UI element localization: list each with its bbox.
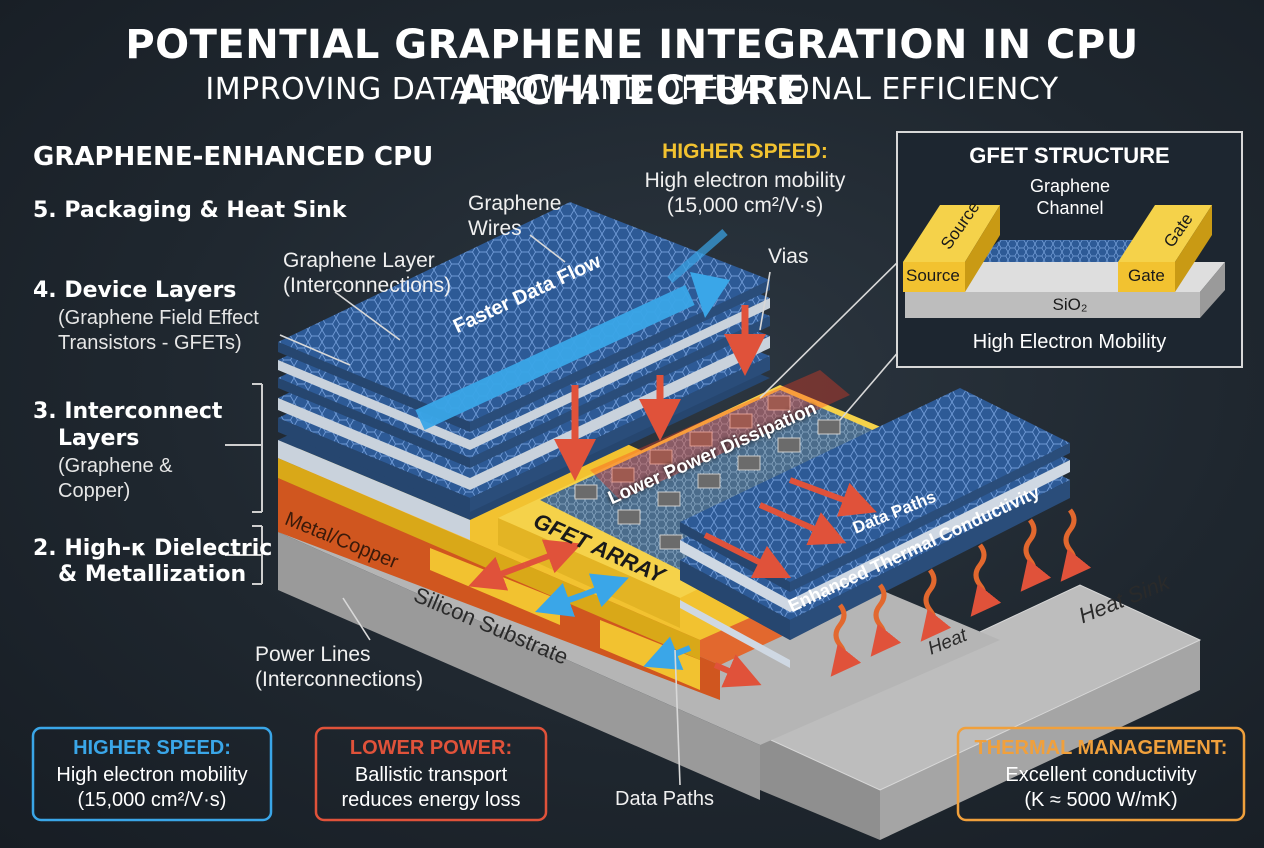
box-power-line-2: reduces energy loss: [341, 789, 521, 811]
via-arrows: [554, 305, 766, 481]
main-graphene-stack: [278, 202, 770, 540]
layer-4-title: 4. Device Layers: [33, 278, 237, 303]
layer-brackets: [225, 383, 263, 585]
data-path-arrows: [468, 477, 877, 688]
layer-4-desc-2: Transistors - GFETs): [58, 332, 242, 354]
layer-2-title-2: & Metallization: [58, 562, 247, 587]
layer-5-title: 5. Packaging & Heat Sink: [33, 198, 347, 223]
gfet-inset-title: GFET STRUCTURE: [969, 143, 1170, 168]
gfet-gate-front-label: Gate: [1128, 266, 1165, 285]
box-speed-border: [31, 726, 273, 822]
left-panel-heading: GRAPHENE-ENHANCED CPU: [33, 142, 434, 172]
power-dissipation-glow: [590, 370, 850, 500]
top-speed-line-1: High electron mobility: [644, 169, 846, 192]
box-speed-line-1: High electron mobility: [56, 764, 248, 786]
gfet-source-front-label: Source: [906, 266, 960, 285]
layer-3-desc-1: (Graphene &: [58, 455, 173, 477]
top-speed-line-2: (15,000 cm²/V·s): [666, 194, 824, 217]
graphene-layer-label-1: Graphene Layer: [283, 249, 435, 272]
box-thermal-line-1: Excellent conductivity: [1005, 764, 1197, 786]
graphene-layer-label-2: (Interconnections): [283, 274, 452, 297]
layer-4-desc-1: (Graphene Field Effect: [58, 307, 259, 329]
page-subtitle: IMPROVING DATA FLOW AND OPERATIONAL EFFI…: [205, 72, 1059, 107]
callout-leaders: [279, 234, 906, 786]
box-thermal-border: [956, 726, 1246, 822]
graphene-wires-label-2: Wires: [468, 217, 522, 240]
box-speed-line-2: (15,000 cm²/V·s): [77, 789, 227, 811]
vias-label: Vias: [768, 245, 809, 268]
layer-3-desc-2: Copper): [58, 480, 131, 502]
gfet-channel-label-2: Channel: [1036, 198, 1104, 218]
box-thermal-title: THERMAL MANAGEMENT:: [974, 737, 1228, 759]
layer-3-title-2: Layers: [58, 426, 140, 451]
box-speed-title: HIGHER SPEED:: [73, 737, 231, 759]
layer-2-title-1: 2. High-κ Dielectric: [33, 536, 273, 561]
faster-data-flow-arrow: [415, 228, 730, 430]
gfet-channel-label-1: Graphene: [1029, 176, 1111, 196]
box-power-border: [314, 726, 548, 822]
power-lines-label-2: (Interconnections): [255, 668, 424, 691]
gfet-inset-box: [896, 131, 1243, 368]
gfet-caption: High Electron Mobility: [972, 331, 1167, 353]
page-title: POTENTIAL GRAPHENE INTEGRATION IN CPU AR…: [125, 22, 1139, 114]
heat-sink-slab: [758, 584, 1202, 840]
data-paths-bottom-label: Data Paths: [615, 788, 714, 810]
box-power-title: LOWER POWER:: [349, 737, 513, 759]
graphene-wires-label-1: Graphene: [468, 192, 562, 215]
heat-arrows: [830, 508, 1092, 677]
box-thermal-line-2: (K ≈ 5000 W/mK): [1024, 789, 1178, 811]
layer-3-title-1: 3. Interconnect: [33, 399, 223, 424]
top-speed-title: HIGHER SPEED:: [662, 140, 828, 163]
power-lines-label-1: Power Lines: [255, 643, 371, 666]
box-power-line-1: Ballistic transport: [354, 764, 508, 786]
gfet-substrate-label: SiO₂: [1052, 295, 1088, 314]
